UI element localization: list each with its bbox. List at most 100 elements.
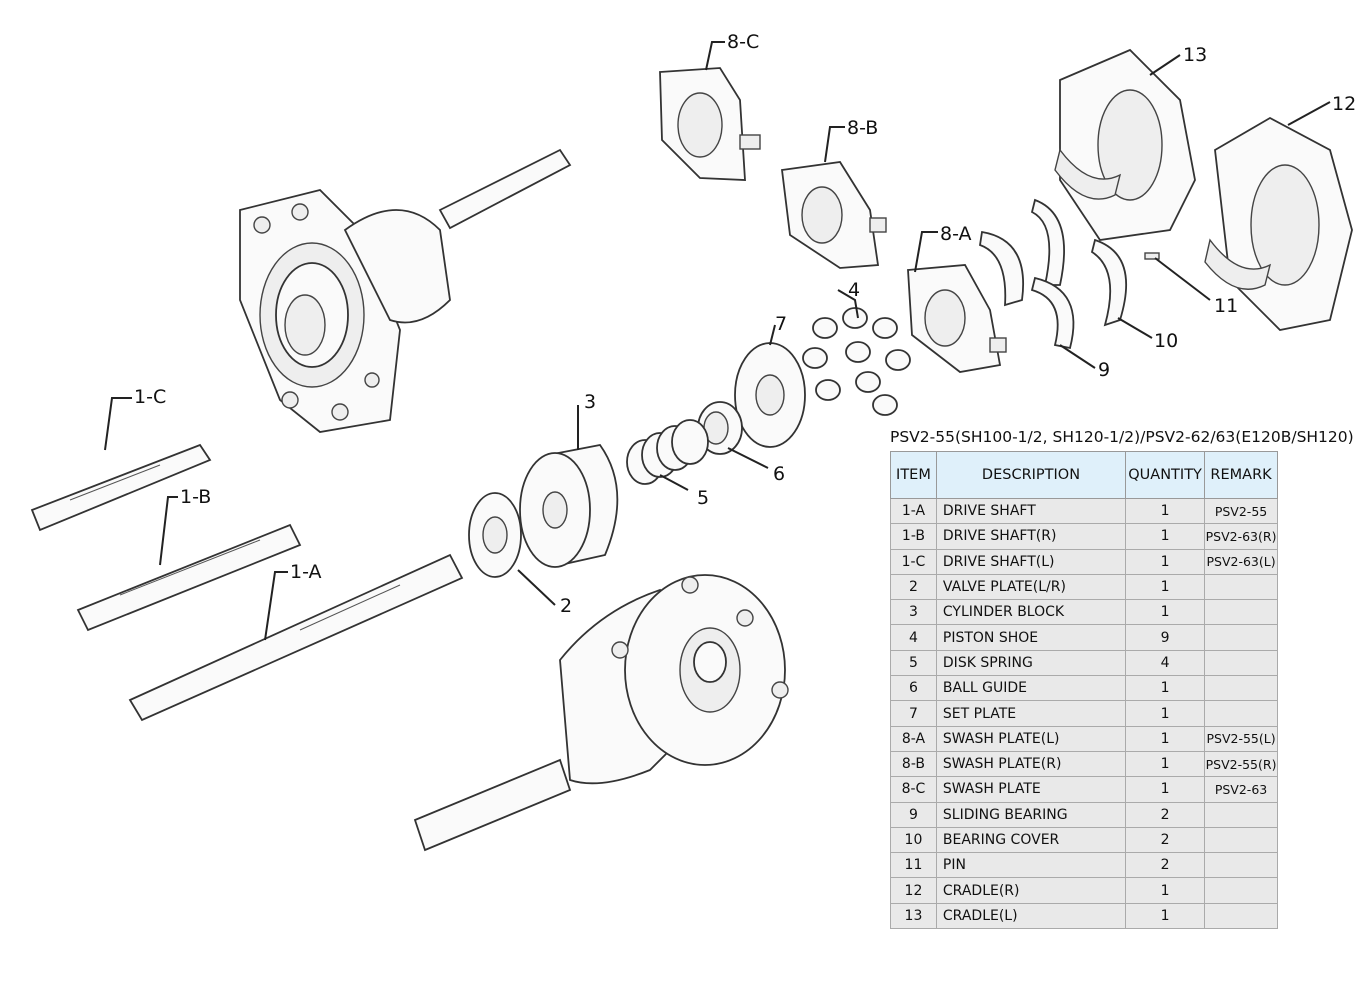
- pump-housing-lower: [413, 574, 789, 852]
- cell-quantity: 1: [1125, 776, 1206, 803]
- drive-shaft-1c: [30, 443, 212, 532]
- cell-item: 4: [890, 624, 937, 651]
- cell-quantity: 4: [1125, 649, 1206, 677]
- cell-quantity: 1: [1125, 497, 1206, 525]
- cell-item: 3: [890, 599, 937, 626]
- cell-remark: [1204, 902, 1278, 930]
- cradle-13: [1054, 48, 1196, 241]
- cell-item: 8-C: [890, 776, 937, 803]
- cell-quantity: 1: [1125, 599, 1206, 626]
- cell-quantity: 1: [1125, 750, 1206, 778]
- cell-quantity: 1: [1125, 675, 1206, 702]
- cell-description: CRADLE(R): [935, 877, 1127, 904]
- cell-remark: [1204, 599, 1278, 626]
- callout-12: 12: [1332, 93, 1356, 115]
- cell-description: CRADLE(L): [935, 902, 1127, 930]
- callout-1a: 1-A: [290, 561, 322, 583]
- cell-description: DRIVE SHAFT: [935, 497, 1127, 525]
- callout-1b: 1-B: [180, 486, 211, 508]
- swash-plate-8c: [659, 67, 761, 181]
- cell-description: DISK SPRING: [935, 649, 1127, 677]
- cell-description: DRIVE SHAFT(L): [935, 548, 1127, 575]
- cell-description: CYLINDER BLOCK: [935, 599, 1127, 626]
- drive-shaft-1b: [76, 523, 302, 632]
- drive-shaft-1a: [128, 553, 464, 722]
- callout-7: 7: [775, 313, 787, 335]
- cell-quantity: 1: [1125, 523, 1206, 550]
- cell-item: 7: [890, 700, 937, 727]
- table-title: PSV2-55(SH100-1/2, SH120-1/2)/PSV2-62/63…: [890, 428, 1354, 446]
- cell-description: SWASH PLATE(R): [935, 750, 1127, 778]
- swash-plate-8a: [907, 264, 1007, 373]
- cell-remark: PSV2-55(R): [1204, 750, 1278, 778]
- callout-5: 5: [697, 487, 709, 509]
- cell-remark: [1204, 877, 1278, 904]
- cell-remark: [1204, 675, 1278, 702]
- swash-plate-8b: [780, 161, 887, 269]
- cell-quantity: 2: [1125, 852, 1206, 879]
- cell-item: 13: [890, 902, 937, 930]
- header-remark: REMARK: [1204, 451, 1278, 499]
- table-header-row: ITEM DESCRIPTION QUANTITY REMARK: [890, 451, 1278, 499]
- cell-remark: [1204, 801, 1278, 828]
- valve-plate-2: [468, 492, 522, 578]
- cell-description: PISTON SHOE: [935, 624, 1127, 651]
- set-plate-7: [734, 342, 806, 448]
- cell-item: 11: [890, 852, 937, 879]
- cell-item: 8-A: [890, 725, 937, 752]
- callout-3: 3: [584, 391, 596, 413]
- callout-4: 4: [848, 279, 860, 301]
- cell-description: VALVE PLATE(L/R): [935, 573, 1127, 601]
- cell-remark: PSV2-63(L): [1204, 548, 1278, 575]
- callout-6: 6: [773, 463, 785, 485]
- cell-description: SLIDING BEARING: [935, 801, 1127, 828]
- cell-remark: PSV2-55(L): [1204, 725, 1278, 752]
- cylinder-block-3: [519, 444, 619, 568]
- cell-item: 5: [890, 649, 937, 677]
- cell-quantity: 2: [1125, 801, 1206, 828]
- cell-description: PIN: [935, 852, 1127, 879]
- callout-9: 9: [1098, 359, 1110, 381]
- callout-leaders: [104, 41, 1331, 641]
- cell-quantity: 1: [1125, 548, 1206, 575]
- callout-1c: 1-C: [134, 386, 166, 408]
- header-quantity: QUANTITY: [1125, 451, 1206, 499]
- pump-housing-upper: [239, 148, 572, 433]
- sliding-bearings: [978, 198, 1160, 350]
- cell-item: 1-C: [890, 548, 937, 575]
- cell-remark: PSV2-63: [1204, 776, 1278, 803]
- cell-remark: PSV2-63(R): [1204, 523, 1278, 550]
- cell-quantity: 2: [1125, 826, 1206, 854]
- cell-remark: [1204, 852, 1278, 879]
- callout-8a: 8-A: [940, 223, 972, 245]
- callout-8b: 8-B: [847, 117, 878, 139]
- ball-guide-6: [697, 401, 743, 455]
- callout-13: 13: [1183, 44, 1207, 66]
- cradle-12: [1204, 116, 1353, 331]
- header-item: ITEM: [890, 451, 937, 499]
- cell-quantity: 9: [1125, 624, 1206, 651]
- cell-quantity: 1: [1125, 902, 1206, 930]
- cell-item: 1-A: [890, 497, 937, 525]
- cell-item: 9: [890, 801, 937, 828]
- cell-item: 6: [890, 675, 937, 702]
- cell-remark: [1204, 573, 1278, 601]
- cell-description: SET PLATE: [935, 700, 1127, 727]
- cell-remark: [1204, 624, 1278, 651]
- pistons-4: [802, 307, 911, 416]
